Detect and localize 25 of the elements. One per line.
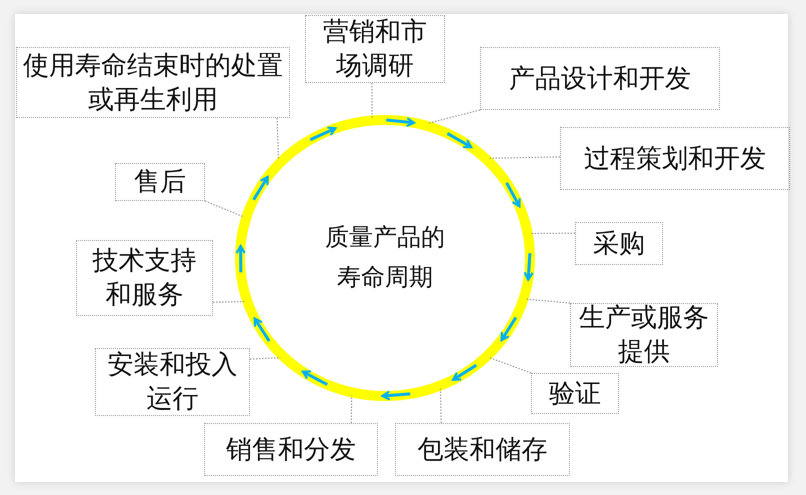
callout-box: 验证 [531,373,619,414]
leader-line [276,118,279,161]
leader-line [530,232,576,234]
callout-box: 销售和分发 [204,423,378,476]
callout-box: 营销和市场调研 [305,15,445,83]
leader-line [489,156,560,159]
leader-line [350,394,352,424]
callout-box: 采购 [575,222,663,265]
callout-box: 生产或服务提供 [570,303,718,367]
callout-box: 使用寿命结束时的处置或再生利用 [16,47,290,118]
callout-box: 安装和投入运行 [95,348,250,416]
callout-box: 包装和储存 [395,423,570,476]
callout-box: 过程策划和开发 [560,127,790,190]
leader-line [212,301,245,303]
leader-line [440,388,442,424]
center-label: 质量产品的寿命周期 [324,224,446,293]
leader-line [250,357,281,360]
leader-line [489,357,532,374]
leader-line [526,298,570,304]
leader-line [371,82,373,118]
leader-line [204,200,244,218]
callout-box: 产品设计和开发 [480,47,720,110]
leader-line [428,110,480,124]
callout-box: 售后 [115,163,205,201]
callout-box: 技术支持和服务 [76,240,213,316]
